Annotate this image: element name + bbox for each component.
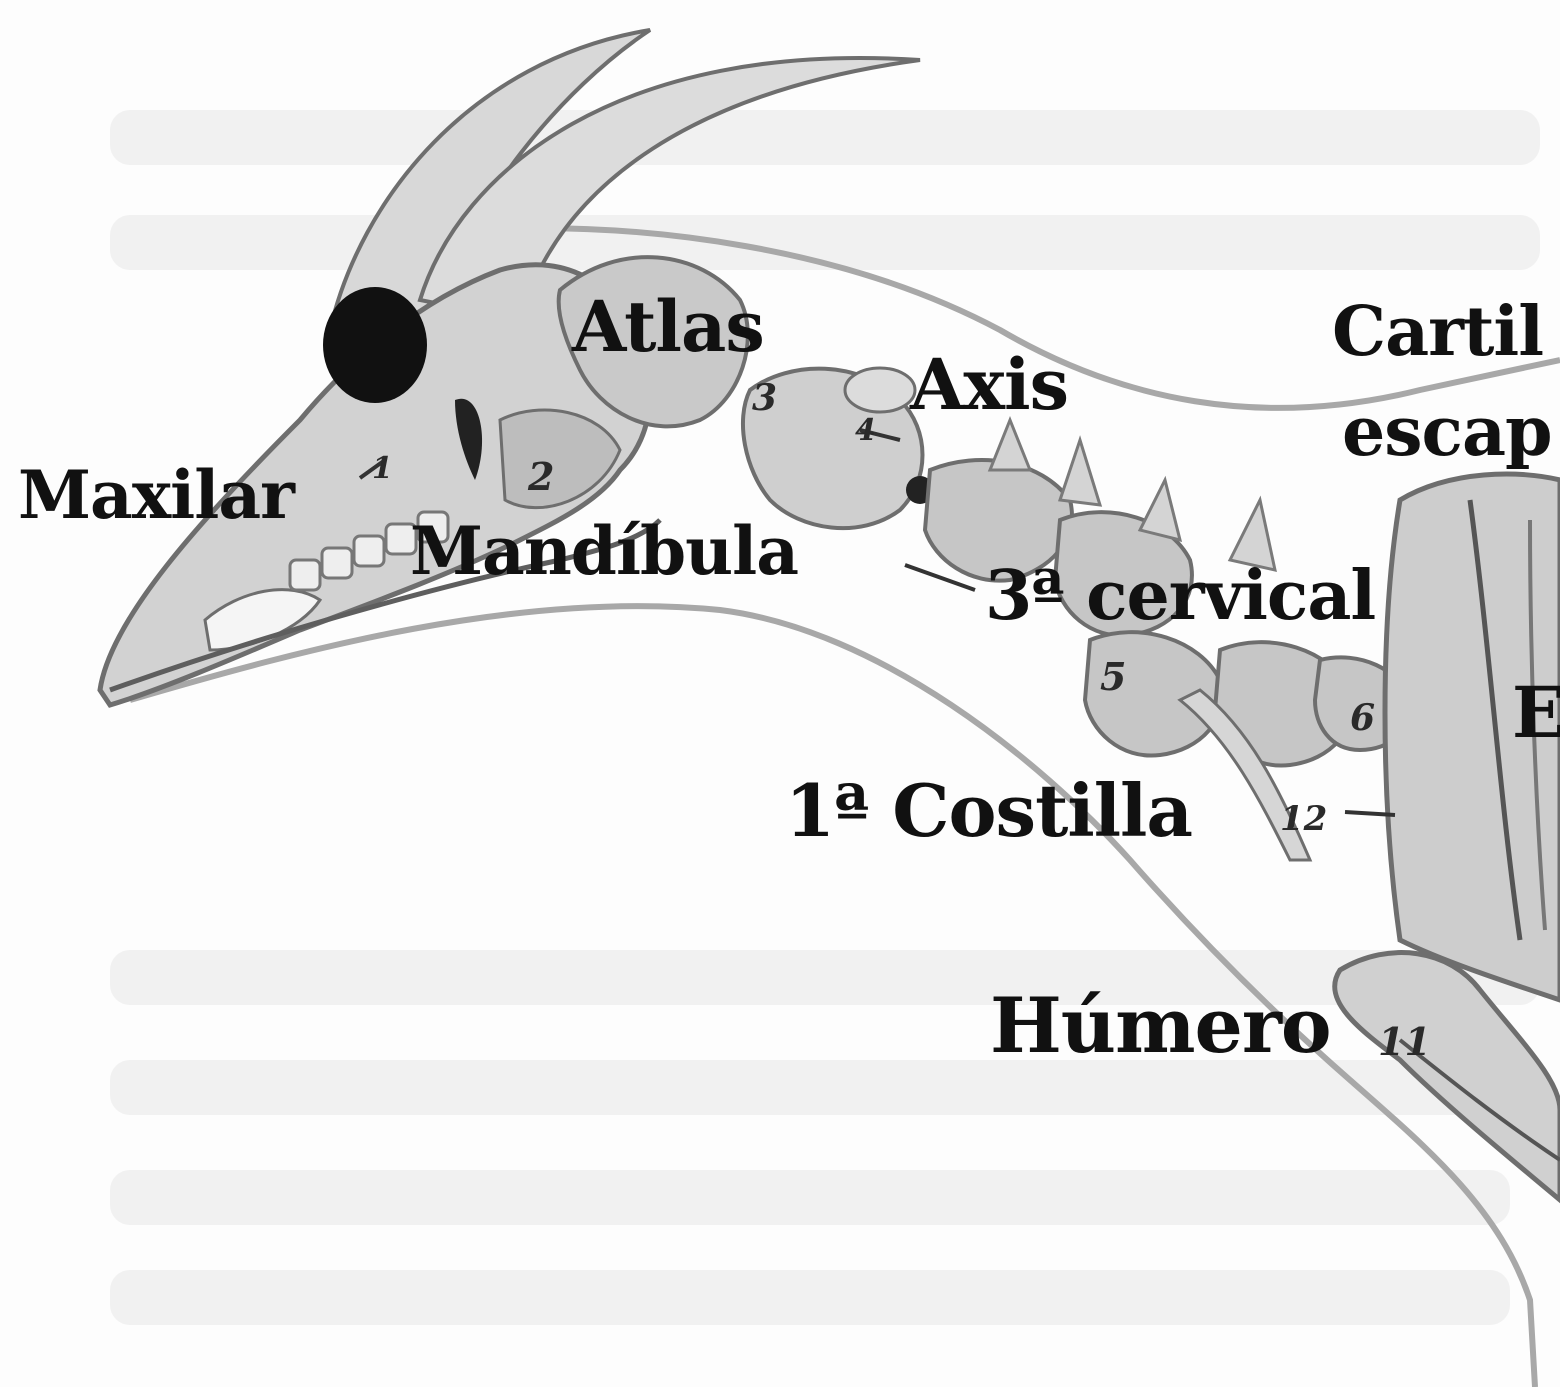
ref-number-12: 12 [1280, 799, 1327, 839]
ref-number-2: 2 [527, 454, 554, 499]
eye-socket [323, 287, 427, 403]
ref-number-3: 3 [752, 377, 777, 419]
label-1st-rib: 1ª Costilla [785, 775, 1192, 847]
label-mandibula: Mandíbula [410, 518, 798, 584]
label-cartilago-partial: Cartil [1332, 298, 1543, 366]
label-humero: Húmero [990, 988, 1331, 1064]
label-3rd-cervical: 3ª cervical [985, 562, 1375, 630]
label-escapula-partial: escap [1342, 398, 1552, 466]
label-e-partial: E [1512, 678, 1560, 748]
ref-number-4: 4 [855, 413, 876, 448]
label-atlas: Atlas [572, 292, 764, 362]
ref-number-11: 11 [1378, 1019, 1431, 1064]
ref-number-5: 5 [1100, 654, 1126, 699]
ref-number-1: 1 [372, 451, 393, 486]
ref-number-6: 6 [1350, 697, 1375, 739]
label-maxilar: Maxilar [18, 462, 294, 528]
label-axis: Axis [910, 350, 1068, 420]
axis-spine [845, 368, 915, 412]
